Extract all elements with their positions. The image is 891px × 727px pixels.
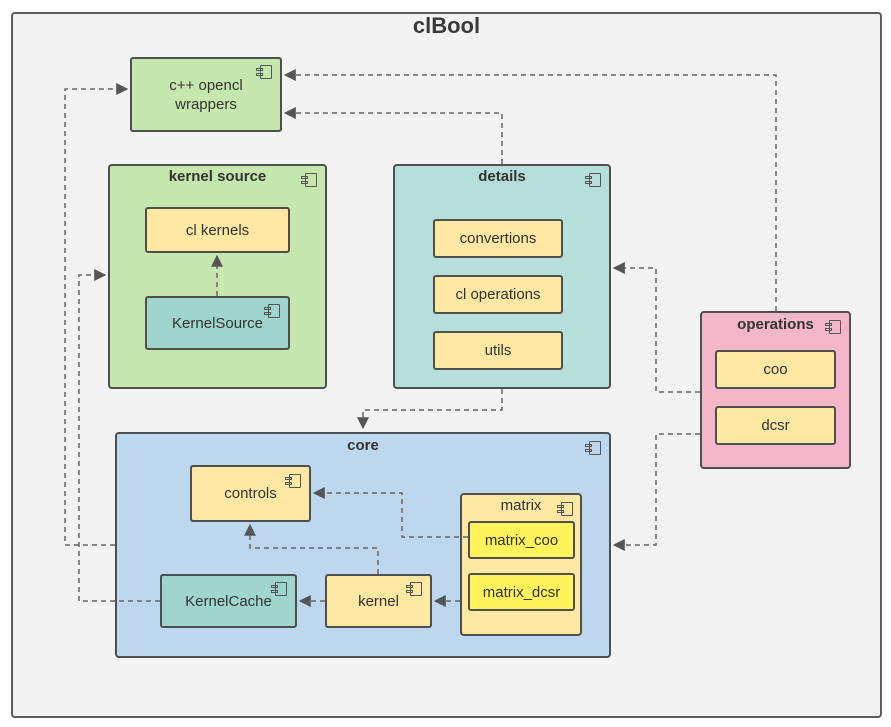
arrow-kernel-to-controls: [244, 523, 379, 574]
component-icon: [557, 502, 573, 516]
utils-label: utils: [484, 342, 512, 359]
convertions-component[interactable]: convertions: [433, 219, 563, 258]
convertions-label: convertions: [459, 230, 537, 247]
cl-kernels-component[interactable]: cl kernels: [145, 207, 290, 253]
details-package-label: details: [478, 168, 526, 185]
matrix-coo-label: matrix_coo: [484, 531, 559, 549]
controls-label: controls: [224, 485, 277, 502]
controls-component[interactable]: controls: [190, 465, 311, 522]
arrow-operations-to-details: [612, 262, 700, 393]
kernel-source-label: KernelSource: [172, 314, 263, 332]
arrow-details-to-wrappers: [283, 107, 503, 164]
cpp-opencl-wrappers-label: c++ opencl wrappers: [169, 76, 243, 113]
component-icon: [585, 441, 601, 455]
arrow-operations-to-wrappers: [283, 69, 777, 311]
arrow-core-to-wrappers: [64, 83, 129, 546]
arrow-kernelcache-to-kernelsource: [78, 269, 160, 602]
matrix-package-label: matrix: [500, 497, 542, 514]
component-icon: [585, 173, 601, 187]
coo-label: coo: [763, 361, 788, 378]
cl-operations-label: cl operations: [455, 286, 541, 303]
kernel-cache-label: KernelCache: [185, 592, 272, 610]
operations-package-label: operations: [737, 316, 814, 333]
kernel-source-component[interactable]: KernelSource: [145, 296, 290, 350]
diagram-title: clBool: [412, 13, 481, 38]
kernel-source-package-label: kernel source: [168, 168, 267, 185]
dcsr-component[interactable]: dcsr: [715, 406, 836, 445]
dcsr-label: dcsr: [761, 417, 790, 434]
cpp-opencl-wrappers-component[interactable]: c++ opencl wrappers: [130, 57, 282, 132]
coo-component[interactable]: coo: [715, 350, 836, 389]
arrow-details-to-core: [357, 389, 503, 430]
kernel-cache-component[interactable]: KernelCache: [160, 574, 297, 628]
cl-operations-component[interactable]: cl operations: [433, 275, 563, 314]
component-icon: [406, 582, 422, 596]
component-icon: [285, 474, 301, 488]
utils-component[interactable]: utils: [433, 331, 563, 370]
kernel-source-package[interactable]: kernel source: [108, 164, 327, 389]
matrix-dcsr-label: matrix_dcsr: [482, 583, 561, 601]
kernel-label: kernel: [358, 592, 399, 610]
component-icon: [825, 320, 841, 334]
cl-kernels-label: cl kernels: [185, 221, 250, 239]
arrow-matrix-to-controls: [312, 487, 468, 538]
arrow-operations-to-core: [612, 433, 700, 551]
component-icon: [271, 582, 287, 596]
matrix-coo-component[interactable]: matrix_coo: [468, 521, 575, 559]
component-icon: [264, 304, 280, 318]
matrix-package[interactable]: matrix: [460, 493, 582, 636]
kernel-component[interactable]: kernel: [325, 574, 432, 628]
matrix-dcsr-component[interactable]: matrix_dcsr: [468, 573, 575, 611]
component-icon: [256, 65, 272, 79]
core-package-label: core: [347, 437, 379, 454]
component-icon: [301, 173, 317, 187]
